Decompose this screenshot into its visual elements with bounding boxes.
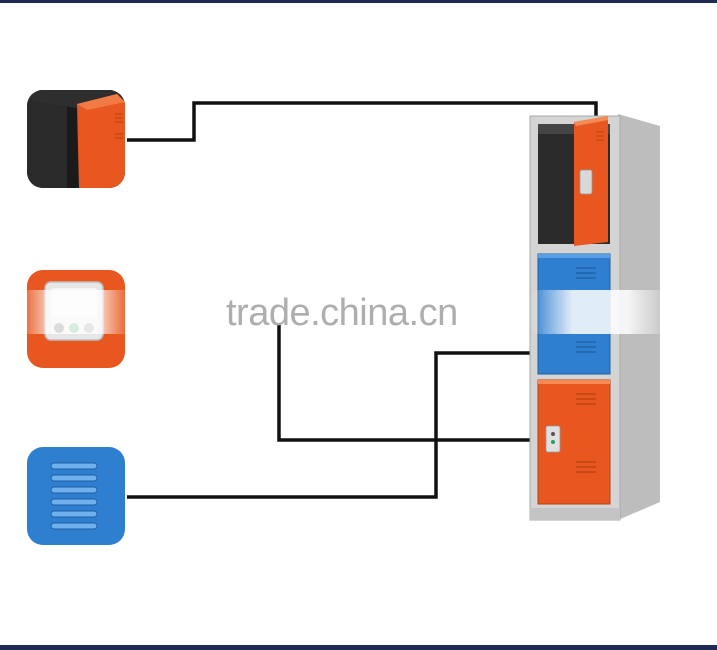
connector-door-edge — [127, 101, 598, 142]
connector-lock — [277, 325, 537, 442]
bottom-border — [0, 645, 717, 650]
door-edge-thumbnail — [27, 90, 125, 188]
door-edge-icon — [27, 90, 125, 188]
top-border — [0, 0, 717, 3]
locker-image — [529, 114, 660, 521]
connector-vent — [127, 351, 580, 499]
vent-louver-icon — [27, 447, 125, 545]
vent-thumbnail — [27, 447, 125, 545]
